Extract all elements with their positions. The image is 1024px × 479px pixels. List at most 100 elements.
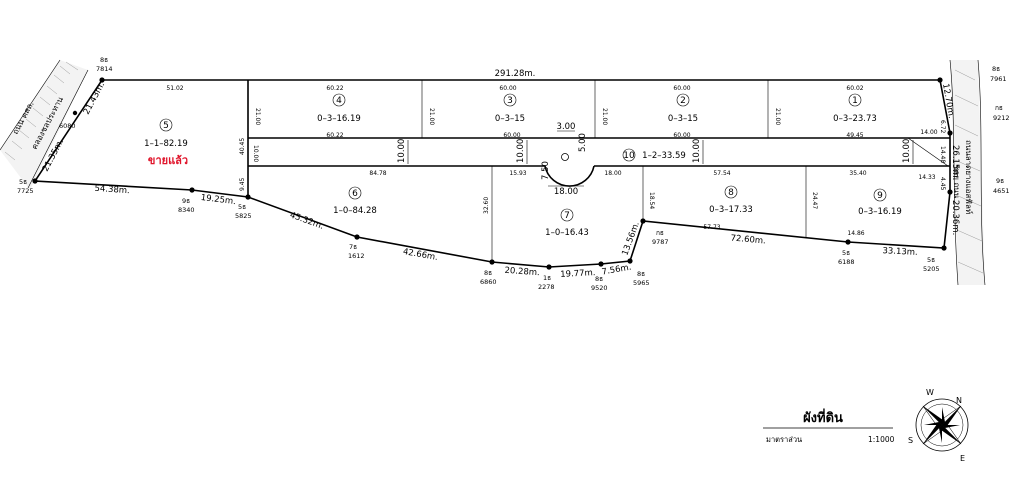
svg-text:18.00: 18.00: [604, 170, 621, 177]
marker-code: 5965: [633, 279, 650, 287]
compass-w: W: [926, 388, 934, 397]
plot-area: 0–3–17.33: [709, 205, 753, 215]
plot-number: 6: [352, 189, 358, 199]
marker-code: 6188: [838, 258, 855, 266]
svg-text:60.00: 60.00: [673, 85, 690, 92]
svg-text:21.00: 21.00: [601, 108, 608, 125]
marker-labels: 8ธ 7814 5ธ 7725 9ธ 8340 5ธ 5825 7ธ 1612 …: [17, 56, 1010, 292]
plot-number: 7: [564, 211, 570, 221]
plot10-diag: [907, 137, 949, 167]
road-label-right-top: ถนนลาดยางแอสฟัลท์: [964, 140, 974, 214]
marker-name: 5ธ: [842, 249, 850, 257]
svg-text:84.78: 84.78: [369, 170, 386, 177]
marker-name: 9ธ: [996, 177, 1004, 185]
svg-text:35.40: 35.40: [849, 170, 866, 177]
svg-text:60.00: 60.00: [499, 85, 516, 92]
plot-area: 1–2–33.59: [642, 151, 686, 161]
svg-text:21.00: 21.00: [428, 108, 435, 125]
svg-text:7.50: 7.50: [541, 161, 551, 180]
marker-name: กธ: [995, 104, 1003, 112]
svg-text:10.00: 10.00: [252, 145, 259, 162]
road-width-arrows: [407, 140, 914, 164]
road-label-right-bottom: ซอย ถนน: [952, 165, 961, 199]
svg-text:4.45: 4.45: [939, 177, 946, 191]
plot-area: 1–1–82.19: [144, 139, 188, 149]
svg-text:10.00: 10.00: [516, 139, 526, 163]
cul-de-sac-center: [561, 153, 569, 161]
marker-name: 8ธ: [637, 270, 645, 278]
marker-code: 9787: [652, 238, 669, 246]
boundary-length-8: 13.56m.: [620, 220, 641, 257]
svg-text:14.86: 14.86: [847, 230, 864, 237]
boundary-length-9: 72.60m.: [730, 233, 766, 246]
boundary-length-10: 33.13m.: [882, 246, 918, 258]
svg-text:21.00: 21.00: [254, 108, 261, 125]
scale-label: มาตราส่วน: [766, 435, 802, 444]
top-length: 291.28m.: [495, 69, 536, 79]
marker-code: 7961: [990, 75, 1007, 83]
title-block: ผังที่ดิน มาตราส่วน 1:1000: [763, 408, 895, 444]
left-top-length: 21.43m.: [82, 81, 107, 117]
svg-text:57.73: 57.73: [703, 224, 720, 231]
plot-area: 1–0–16.43: [545, 228, 589, 238]
sold-label: ขายแล้ว: [148, 154, 188, 167]
svg-text:60.02: 60.02: [846, 85, 863, 92]
svg-text:14.00: 14.00: [920, 129, 937, 136]
cul-de-sac: [544, 165, 595, 187]
marker-name: 9ธ: [182, 197, 190, 205]
boundary-length-4: 42.66m.: [402, 247, 439, 263]
plot-number: 10: [623, 151, 635, 161]
marker-name: 7ธ: [349, 243, 357, 251]
marker-code: 1612: [348, 252, 365, 260]
marker-name: 8ธ: [100, 56, 108, 64]
compass-n: N: [956, 396, 962, 405]
svg-text:57.54: 57.54: [713, 170, 730, 177]
svg-text:60.00: 60.00: [503, 132, 520, 139]
land-boundary: [33, 79, 951, 268]
plot-area: 0–3–15: [495, 114, 525, 124]
plot-number: 8: [728, 188, 734, 198]
boundary-length-1: 54.38m.: [94, 184, 130, 196]
plot-area: 0–3–16.19: [317, 114, 361, 124]
svg-text:60.22: 60.22: [326, 85, 343, 92]
marker-code: 5825: [235, 212, 252, 220]
scale-value: 1:1000: [868, 435, 895, 444]
marker-name: 8ธ: [992, 65, 1000, 73]
plot-number: 5: [163, 121, 169, 131]
svg-text:18.00: 18.00: [554, 187, 578, 197]
plot-number: 3: [507, 96, 513, 106]
svg-text:6.72: 6.72: [939, 120, 946, 134]
svg-text:24.47: 24.47: [811, 192, 818, 209]
dimension-labels: 51.02 60.22 60.00 60.00 60.02 60.22 60.0…: [166, 85, 946, 237]
marker-name: 5ธ: [238, 203, 246, 211]
plot-number: 2: [680, 96, 686, 106]
right-mid-length: 26.15m.: [950, 145, 960, 180]
marker-name: 1ธ: [543, 274, 551, 282]
right-road-hatch: [949, 59, 986, 286]
marker-code: 9212: [993, 114, 1010, 122]
plot-area: 0–3–23.73: [833, 114, 877, 124]
svg-text:5.00: 5.00: [578, 133, 588, 152]
svg-text:18.54: 18.54: [648, 192, 655, 209]
plot-area: 0–3–15: [668, 114, 698, 124]
plot-number: 4: [336, 96, 342, 106]
svg-text:14.48: 14.48: [939, 146, 946, 163]
marker-code: 4651: [993, 187, 1010, 195]
marker-code: 7814: [96, 65, 113, 73]
svg-text:40.45: 40.45: [239, 138, 246, 155]
boundary-length-5: 20.28m.: [504, 266, 540, 278]
marker-code: 7725: [17, 187, 34, 195]
svg-text:60.22: 60.22: [326, 132, 343, 139]
plot-number: 9: [877, 191, 883, 201]
plot-area: 0–3–16.19: [858, 207, 902, 217]
compass-icon: N S E W: [908, 388, 969, 463]
svg-text:49.45: 49.45: [846, 132, 863, 139]
marker-code: 6080: [59, 122, 76, 130]
svg-text:32.60: 32.60: [483, 197, 490, 214]
marker-name: กธ: [656, 229, 664, 237]
svg-text:15.93: 15.93: [509, 170, 526, 177]
compass-s: S: [908, 436, 913, 445]
svg-text:14.33: 14.33: [918, 174, 935, 181]
svg-text:9.45: 9.45: [239, 177, 246, 191]
